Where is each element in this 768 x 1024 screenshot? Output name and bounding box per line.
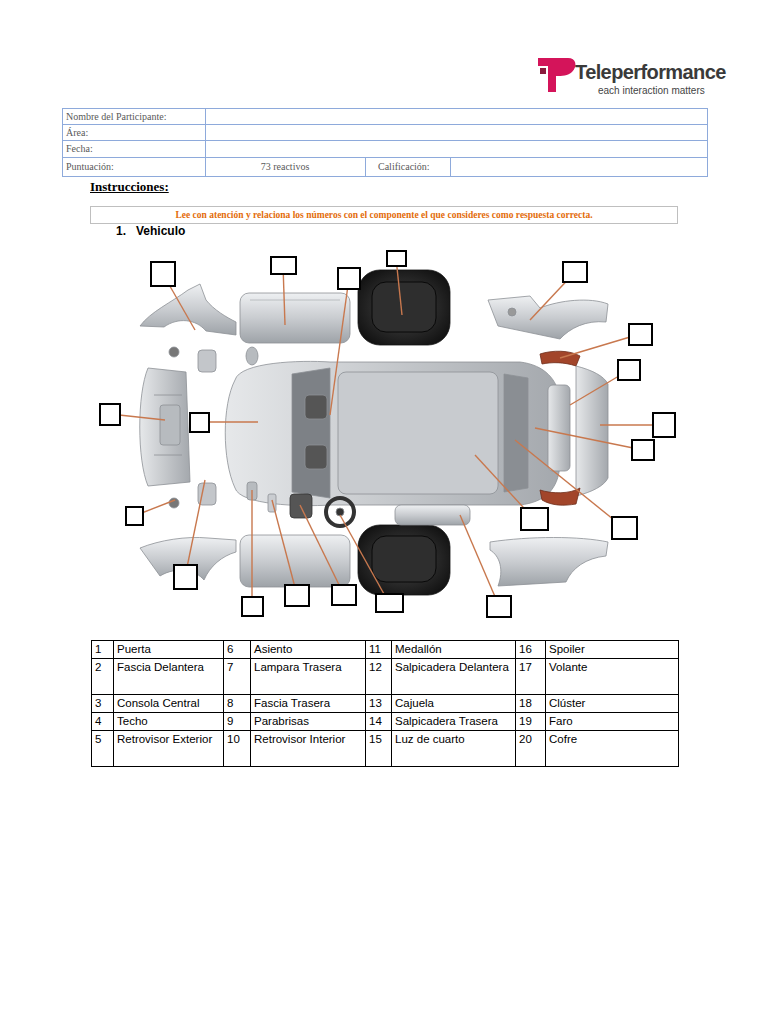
table-part-name: Retrovisor Exterior xyxy=(117,731,221,748)
table-number: 11 xyxy=(369,641,389,658)
table-part-name: Asiento xyxy=(254,641,363,658)
table-part-name: Fascia Delantera xyxy=(117,659,221,676)
table-number: 13 xyxy=(369,695,389,712)
parts-table-grid xyxy=(91,640,679,767)
table-part-name: Salpicadera Delantera xyxy=(395,659,513,676)
instruction-box: Lee con atención y relaciona los números… xyxy=(90,206,678,224)
answer-boxes xyxy=(100,251,675,617)
table-number: 8 xyxy=(227,695,248,712)
table-part-name: Retrovisor Interior xyxy=(254,731,363,748)
table-part-name: Parabrisas xyxy=(254,713,363,730)
table-part-name: Cofre xyxy=(549,731,676,748)
table-number: 5 xyxy=(95,731,111,748)
table-number: 19 xyxy=(519,713,543,730)
field-label: Calificación: xyxy=(378,160,430,173)
car-exploded-view xyxy=(140,270,608,595)
leader-lines xyxy=(110,258,664,606)
table-number: 10 xyxy=(227,731,248,748)
item-number: 1. xyxy=(116,224,126,239)
field-label: Puntuación: xyxy=(66,160,114,173)
table-number: 16 xyxy=(519,641,543,658)
table-number: 1 xyxy=(95,641,111,658)
field-label: Área: xyxy=(66,126,88,139)
table-part-name: Medallón xyxy=(395,641,513,658)
table-number: 14 xyxy=(369,713,389,730)
table-part-name: Faro xyxy=(549,713,676,730)
table-number: 7 xyxy=(227,659,248,676)
header-table-grid xyxy=(62,108,708,177)
table-part-name: Clúster xyxy=(549,695,676,712)
table-number: 3 xyxy=(95,695,111,712)
table-part-name: Lampara Trasera xyxy=(254,659,363,676)
table-part-name: Luz de cuarto xyxy=(395,731,513,748)
table-number: 12 xyxy=(369,659,389,676)
table-number: 20 xyxy=(519,731,543,748)
logo-tagline: each interaction matters xyxy=(598,84,705,97)
table-number: 17 xyxy=(519,659,543,676)
logo-mark xyxy=(538,58,575,92)
logo-text: Teleperformance xyxy=(575,60,726,85)
instruction-text: Lee con atención y relaciona los números… xyxy=(95,209,673,221)
table-number: 18 xyxy=(519,695,543,712)
table-number: 2 xyxy=(95,659,111,676)
field-value: 73 reactivos xyxy=(205,160,365,173)
table-part-name: Salpicadera Trasera xyxy=(395,713,513,730)
table-part-name: Techo xyxy=(117,713,221,730)
table-part-name: Consola Central xyxy=(117,695,221,712)
section-heading: Instrucciones: xyxy=(90,179,169,195)
table-part-name: Fascia Trasera xyxy=(254,695,363,712)
item-title: Vehiculo xyxy=(136,224,185,239)
table-part-name: Spoiler xyxy=(549,641,676,658)
table-number: 6 xyxy=(227,641,248,658)
table-number: 9 xyxy=(227,713,248,730)
table-number: 4 xyxy=(95,713,111,730)
table-number: 15 xyxy=(369,731,389,748)
field-label: Fecha: xyxy=(66,142,93,155)
table-part-name: Volante xyxy=(549,659,676,676)
table-part-name: Cajuela xyxy=(395,695,513,712)
field-label: Nombre del Participante: xyxy=(66,110,167,123)
table-part-name: Puerta xyxy=(117,641,221,658)
